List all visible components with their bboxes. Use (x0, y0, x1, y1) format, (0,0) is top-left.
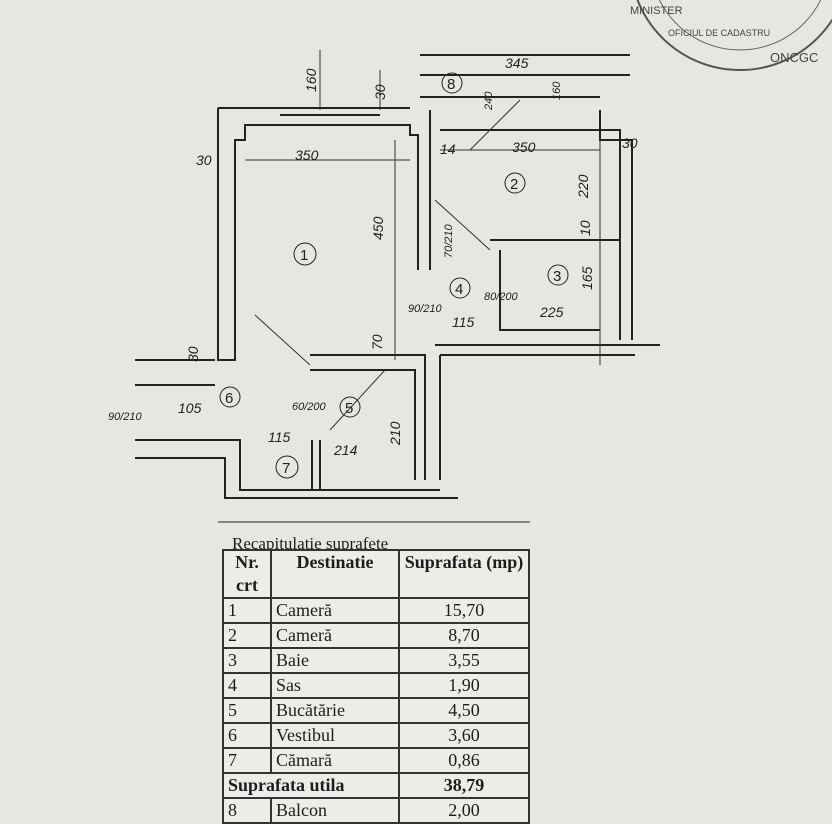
dim-label: 90/210 (408, 303, 443, 315)
dim-label: 165 (579, 266, 595, 290)
dim-label: 225 (539, 304, 564, 320)
stamp-text: OFICIUL DE CADASTRU (668, 28, 770, 38)
dim-label: 345 (505, 55, 529, 71)
dim-label: 160 (303, 68, 319, 92)
dim-label: 80/200 (484, 291, 519, 303)
table-header-row: Nr. crt Destinatie Suprafata (mp) (222, 549, 530, 599)
dimension-lines (245, 50, 601, 431)
svg-text:7: 7 (282, 460, 290, 477)
svg-text:8: 8 (447, 76, 455, 93)
total-label: Suprafata utila (222, 772, 400, 799)
room-numbers: 1 2 3 4 5 6 7 8 (219, 72, 569, 479)
walls (135, 54, 660, 523)
svg-text:6: 6 (225, 390, 233, 407)
room-4-marker: 4 (449, 277, 471, 299)
room-6-marker: 6 (219, 386, 241, 408)
floor-plan: 1 2 3 4 5 6 7 8 160 30 345 350 350 30 30… (108, 50, 660, 523)
dim-label: 214 (333, 442, 358, 458)
dim-label: 240 (483, 91, 495, 111)
svg-text:3: 3 (553, 268, 561, 285)
dim-label: 115 (268, 429, 291, 445)
header-nr: Nr. crt (222, 549, 272, 599)
room-1-marker: 1 (293, 242, 317, 266)
dim-label: 160 (551, 81, 563, 100)
header-suprafata: Suprafata (mp) (398, 549, 530, 599)
dim-label: 450 (370, 216, 386, 240)
dim-label: 14 (440, 141, 456, 157)
dim-label: 115 (452, 314, 475, 330)
room-8-marker: 8 (441, 72, 463, 94)
total-value: 38,79 (398, 772, 530, 799)
room-5-marker: 5 (339, 396, 361, 418)
dim-label: 220 (575, 174, 591, 199)
svg-text:1: 1 (300, 247, 308, 264)
table-title: Recapitulatie suprafete (232, 534, 389, 553)
dimension-labels: 160 30 345 350 350 30 30 14 450 220 10 1… (108, 55, 638, 458)
dim-label: 30 (372, 84, 388, 100)
official-stamp: MINISTER OFICIUL DE CADASTRU ONCGC (630, 0, 832, 71)
dim-label: 30 (185, 346, 201, 362)
dim-label: 60/200 (292, 401, 327, 413)
header-destinatie: Destinatie (270, 549, 400, 599)
dim-label: 70/210 (443, 223, 455, 258)
dim-label: 350 (512, 139, 536, 155)
dim-label: 210 (387, 421, 403, 446)
dim-label: 105 (178, 400, 202, 416)
svg-text:5: 5 (345, 400, 353, 417)
dim-label: 30 (196, 152, 212, 168)
room-7-marker: 7 (275, 455, 299, 479)
stamp-text: ONCGC (770, 50, 818, 65)
dim-label: 70 (369, 334, 385, 350)
dim-label: 90/210 (108, 411, 143, 423)
room-2-marker: 2 (504, 172, 526, 194)
dim-label: 350 (295, 147, 319, 163)
dim-label: 30 (622, 135, 638, 151)
stamp-text: MINISTER (630, 5, 683, 17)
svg-text:2: 2 (510, 176, 518, 193)
room-3-marker: 3 (547, 264, 569, 286)
dim-label: 10 (577, 220, 593, 236)
svg-text:4: 4 (455, 281, 463, 298)
